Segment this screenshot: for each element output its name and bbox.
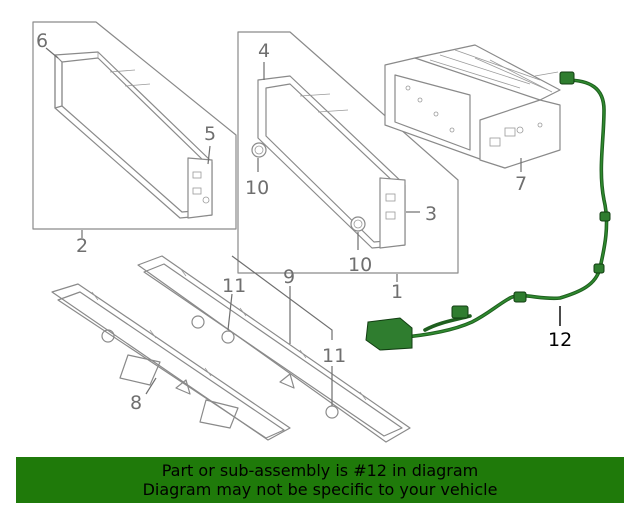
- display-module-part-2: [54, 51, 213, 219]
- callout-9: 9: [283, 266, 295, 288]
- callout-7: 7: [515, 173, 527, 195]
- callout-12: 12: [548, 329, 572, 351]
- radio-chassis-part-7: [384, 44, 561, 169]
- part-notice-banner: Part or sub-assembly is #12 in diagram D…: [16, 457, 624, 503]
- part-notice-line-2: Diagram may not be specific to your vehi…: [142, 480, 498, 499]
- leader-11a: [227, 293, 233, 331]
- trim-bezel-part-9: [137, 255, 411, 443]
- trim-bezel-part-8: [51, 283, 291, 441]
- harness-clip-c: [513, 291, 527, 303]
- callout-2: 2: [76, 235, 88, 257]
- part-notice-line-1: Part or sub-assembly is #12 in diagram: [161, 461, 479, 480]
- callout-3: 3: [425, 203, 437, 225]
- callout-6: 6: [36, 30, 48, 52]
- knob-part-11a: [221, 330, 235, 344]
- wiring-harness-part-12: [365, 71, 611, 351]
- callout-1: 1: [391, 281, 403, 303]
- callout-10b: 10: [348, 254, 372, 276]
- callout-11b: 11: [322, 345, 346, 367]
- harness-connector-top: [559, 71, 575, 85]
- knob-part-11b: [325, 405, 339, 419]
- callout-10a: 10: [245, 177, 269, 199]
- leader-9: [231, 255, 333, 340]
- callout-8: 8: [130, 392, 142, 414]
- display-module-part-1: [251, 75, 406, 249]
- callout-5: 5: [204, 123, 216, 145]
- harness-connector-small: [451, 305, 469, 319]
- leader-5: [207, 145, 211, 165]
- group-box-part-2: [32, 21, 237, 230]
- callout-11a: 11: [222, 275, 246, 297]
- leader-8: [145, 377, 157, 395]
- harness-clip-a: [599, 211, 611, 222]
- harness-connector-main: [365, 317, 413, 351]
- group-box-part-1: [237, 31, 459, 274]
- callout-4: 4: [258, 40, 270, 62]
- harness-clip-b: [593, 263, 605, 274]
- leader-6: [45, 47, 59, 59]
